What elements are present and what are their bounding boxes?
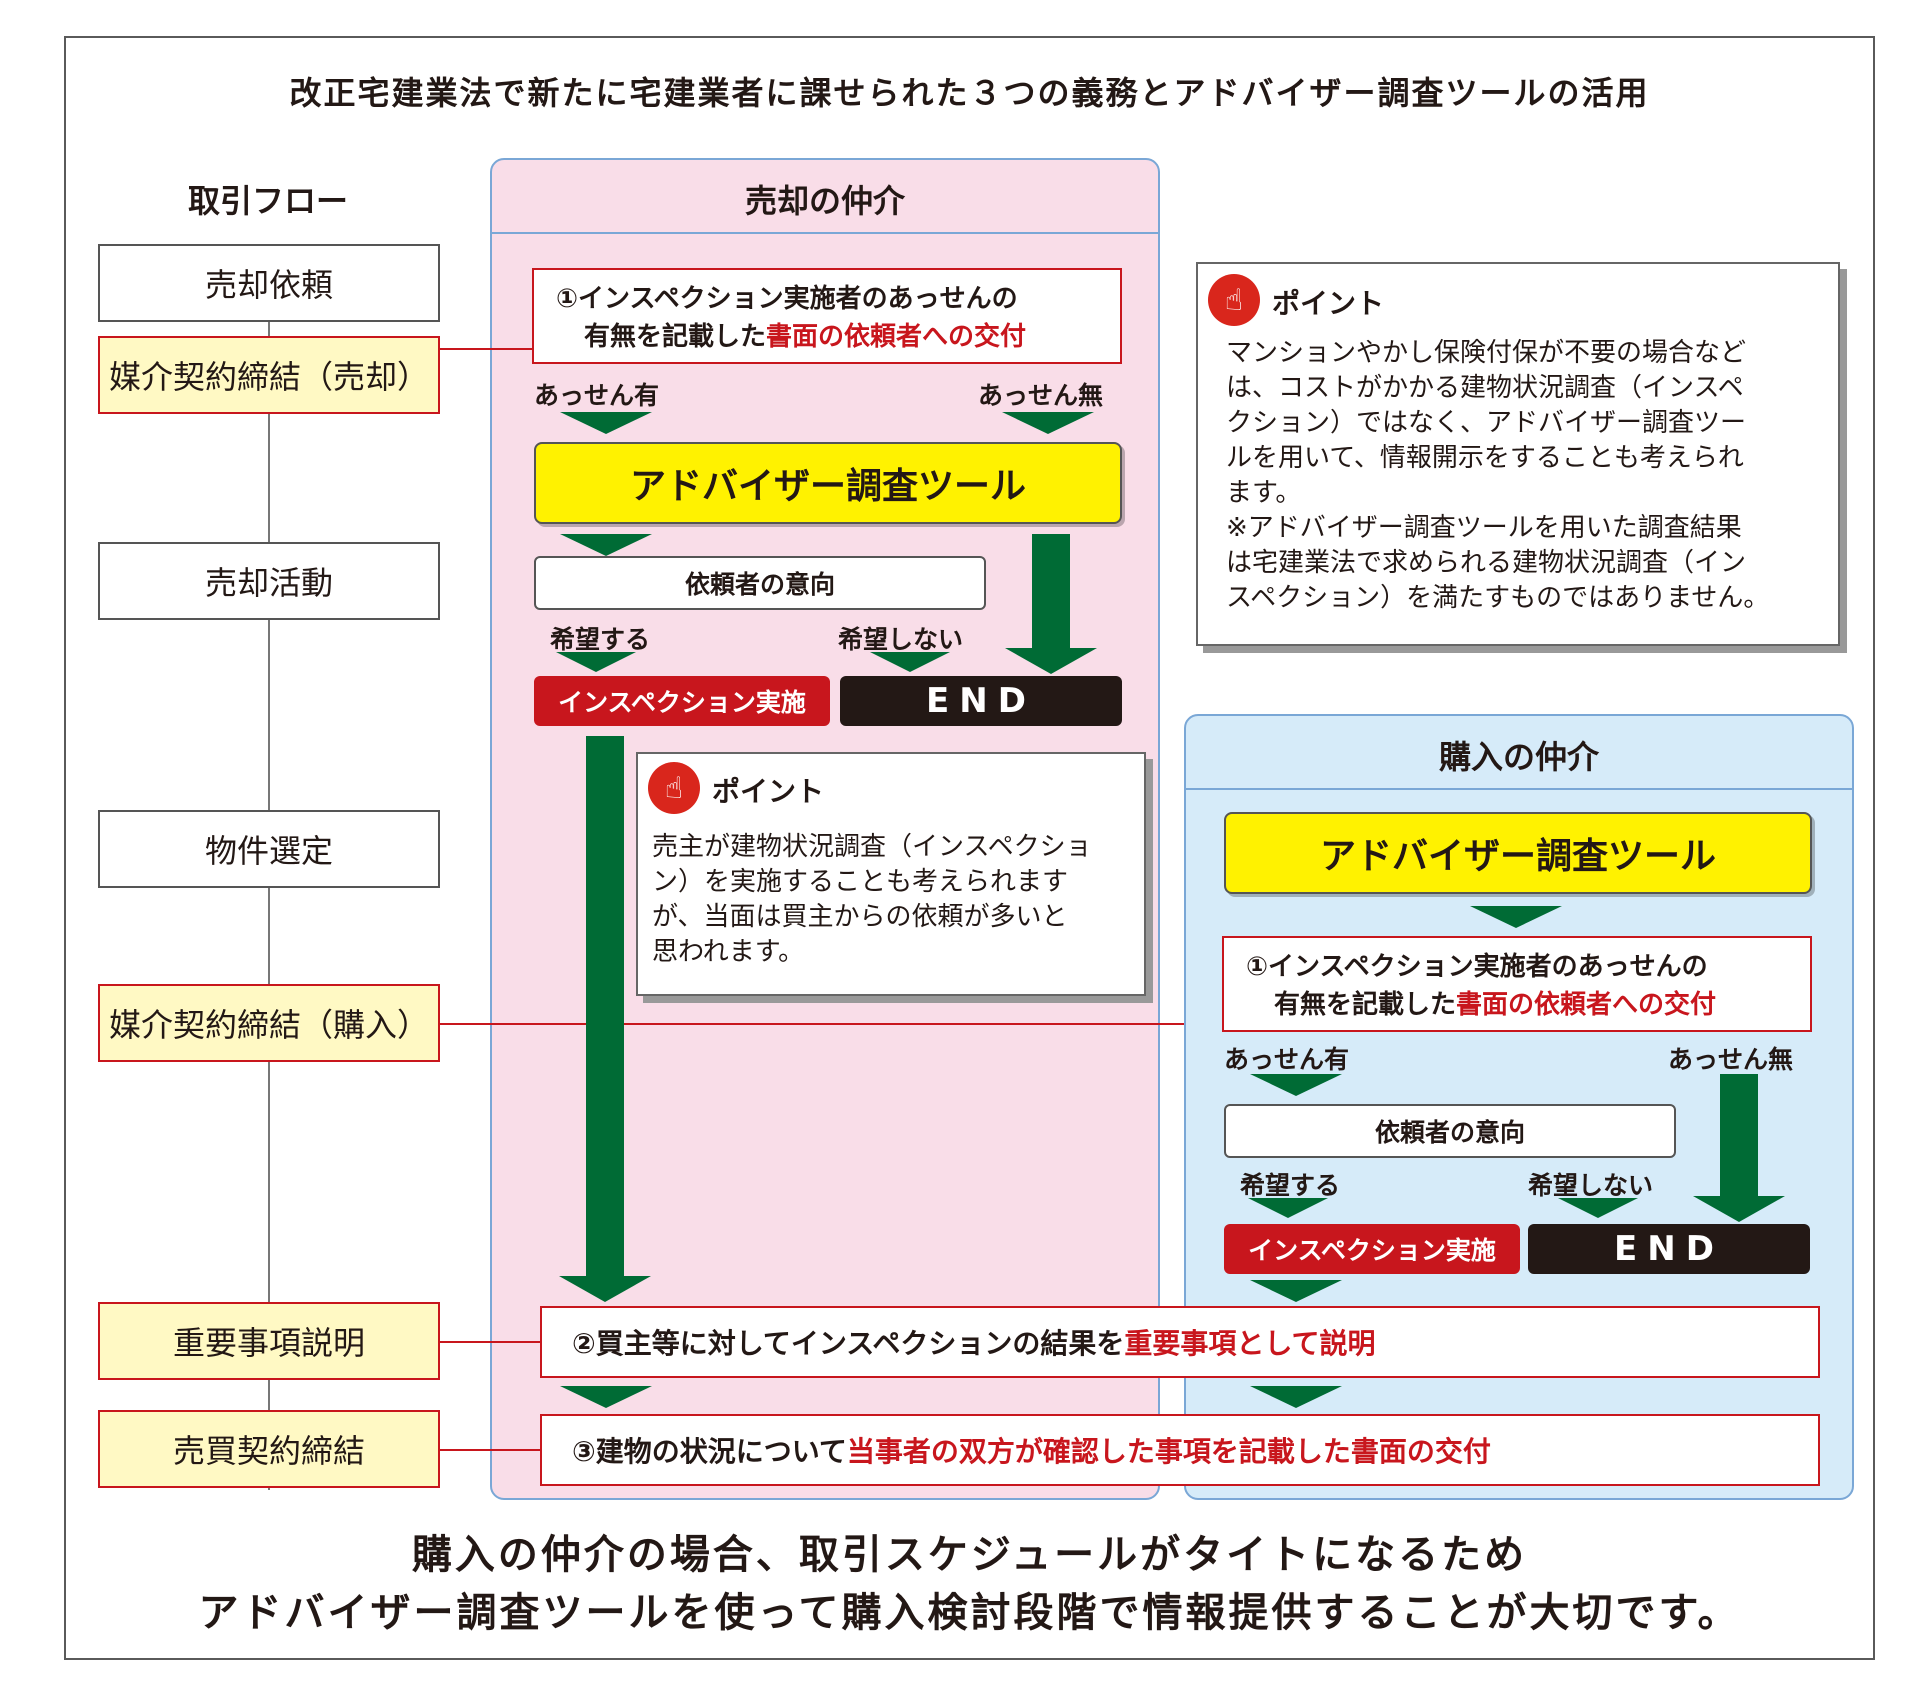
pointing-hand-icon: ☝ <box>1208 274 1260 326</box>
point-box-seller <box>636 752 1146 996</box>
buy-arrow-wish <box>1248 1198 1328 1218</box>
sell-advisor-tool-box: アドバイザー調査ツール <box>534 442 1122 524</box>
sell-panel-heading: 売却の仲介 <box>744 182 905 220</box>
point-box-advisor <box>1196 262 1840 646</box>
sell-arrow-no-wish <box>870 652 950 672</box>
sale-agreement-connector <box>440 348 534 350</box>
buy-no-wish-label: 希望しない <box>1528 1171 1654 1200</box>
flow-heading: 取引フロー <box>187 182 348 220</box>
sell-step1-line2-red: 書面の依頼者への交付 <box>766 322 1027 352</box>
buy-without-mediation-label: あっせん無 <box>1668 1045 1794 1074</box>
sell-panel-divider <box>492 232 1158 234</box>
flow-step-sale-request: 売却依頼 <box>98 244 440 322</box>
bottom-message-line1: 購入の仲介の場合、取引スケジュールがタイトになるため <box>411 1532 1528 1578</box>
sell-step1-box: ①インスペクション実施者のあっせんの 有無を記載した書面の依頼者への交付 <box>532 268 1122 364</box>
bottom-message: 購入の仲介の場合、取引スケジュールがタイトになるため アドバイザー調査ツールを使… <box>64 1526 1875 1642</box>
sell-wish-label: 希望する <box>550 625 651 654</box>
buy-step1-line2-red: 書面の依頼者への交付 <box>1456 990 1717 1020</box>
sell-arrow-to-intent <box>560 534 652 556</box>
buy-arrow-with-mediation <box>1250 1074 1342 1096</box>
sell-arrow-to-step3 <box>560 1386 652 1408</box>
buy-arrow-no-wish <box>1558 1198 1638 1218</box>
flow-step-property-selection: 物件選定 <box>98 810 440 888</box>
sell-arrow-without-mediation <box>1002 412 1094 434</box>
point-box-advisor-title: ポイント <box>1272 287 1385 320</box>
buy-arrow-to-step3 <box>1250 1386 1342 1408</box>
flow-connector-line <box>268 310 270 1490</box>
step3-text-red: 当事者の双方が確認した事項を記載した書面の交付 <box>846 1435 1491 1468</box>
buy-with-mediation-label: あっせん有 <box>1224 1045 1350 1074</box>
sell-end-box: END <box>840 676 1122 726</box>
buy-intent-box: 依頼者の意向 <box>1224 1104 1676 1158</box>
buy-long-arrow-head <box>1693 1196 1785 1222</box>
buy-wish-label: 希望する <box>1240 1171 1341 1200</box>
step2-text-red: 重要事項として説明 <box>1124 1327 1376 1360</box>
sell-arrow-wish <box>556 652 636 672</box>
sell-arrow-with-mediation <box>560 412 652 434</box>
flow-step-purchase-agreement: 媒介契約締結（購入） <box>98 984 440 1062</box>
sell-inspection-box: インスペクション実施 <box>534 676 830 726</box>
point-box-seller-body: 売主が建物状況調査（インスペクショ ン）を実施することも考えられます が、当面は… <box>652 832 1092 967</box>
buy-step1-line2-plain: 有無を記載した <box>1274 990 1457 1020</box>
buy-long-arrow-shaft <box>1720 1074 1758 1196</box>
sell-intent-box: 依頼者の意向 <box>534 556 986 610</box>
step3-text: ③建物の状況について <box>572 1435 847 1468</box>
flow-step-important-matters: 重要事項説明 <box>98 1302 440 1380</box>
flow-step-sales-activity: 売却活動 <box>98 542 440 620</box>
sell-without-mediation-label: あっせん無 <box>978 381 1104 410</box>
sell-with-mediation-label: あっせん有 <box>534 381 660 410</box>
sales-contract-connector <box>440 1449 542 1451</box>
step3-box: ③建物の状況について当事者の双方が確認した事項を記載した書面の交付 <box>540 1414 1820 1486</box>
sell-step1-line1: ①インスペクション実施者のあっせんの <box>556 284 1018 314</box>
step2-text: ②買主等に対してインスペクションの結果を <box>572 1327 1125 1360</box>
purchase-agreement-connector <box>440 1023 1224 1025</box>
sell-inspection-arrow-shaft <box>586 736 624 1276</box>
point-box-advisor-body: マンションやかし保険付保が不要の場合など は、コストがかかる建物状況調査（インス… <box>1226 338 1770 613</box>
flow-step-sale-agreement: 媒介契約締結（売却） <box>98 336 440 414</box>
buy-advisor-tool-box: アドバイザー調査ツール <box>1224 812 1812 894</box>
bottom-message-line2: アドバイザー調査ツールを使って購入検討段階で情報提供することが大切です。 <box>198 1590 1741 1636</box>
sell-step1-line2-plain: 有無を記載した <box>584 322 767 352</box>
buy-arrow-to-step2 <box>1250 1280 1342 1302</box>
sell-no-wish-label: 希望しない <box>838 625 964 654</box>
pointing-hand-icon: ☝ <box>648 762 700 814</box>
buy-panel-divider <box>1186 788 1852 790</box>
buy-end-box: END <box>1528 1224 1810 1274</box>
sell-long-arrow-shaft <box>1032 534 1070 648</box>
buy-panel-heading: 購入の仲介 <box>1438 738 1599 776</box>
flow-step-sales-contract: 売買契約締結 <box>98 1410 440 1488</box>
buy-inspection-box: インスペクション実施 <box>1224 1224 1520 1274</box>
buy-arrow-to-step1 <box>1470 906 1562 928</box>
step2-box: ②買主等に対してインスペクションの結果を重要事項として説明 <box>540 1306 1820 1378</box>
buy-step1-box: ①インスペクション実施者のあっせんの 有無を記載した書面の依頼者への交付 <box>1222 936 1812 1032</box>
important-matters-connector <box>440 1341 542 1343</box>
sell-inspection-arrow-head <box>559 1276 651 1302</box>
page-title: 改正宅建業法で新たに宅建業者に課せられた３つの義務とアドバイザー調査ツールの活用 <box>289 74 1650 112</box>
outer-frame <box>64 36 1875 1660</box>
sell-long-arrow-head <box>1005 648 1097 674</box>
point-box-seller-title: ポイント <box>712 775 825 808</box>
buy-step1-line1: ①インスペクション実施者のあっせんの <box>1246 952 1708 982</box>
